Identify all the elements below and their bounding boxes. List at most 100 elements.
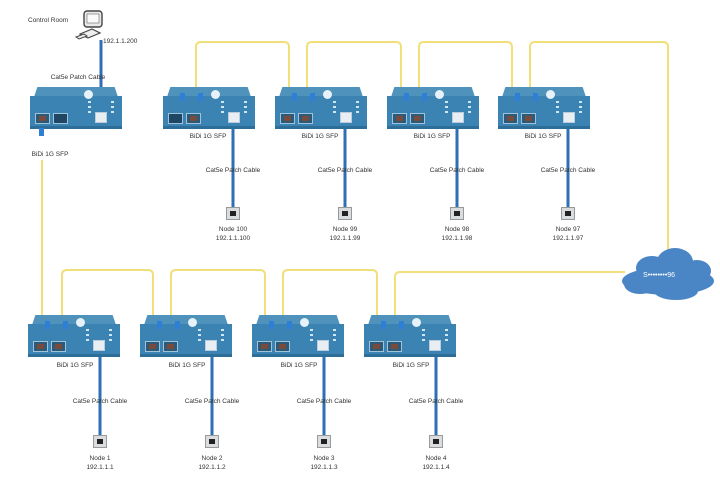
cloud-label: S••••••••96 [643,272,676,279]
sfp-port [275,341,290,352]
computer-icon [74,10,103,40]
status-led [445,101,448,103]
sfp-core [149,344,156,349]
logo-icon [546,90,555,99]
patch-cable-label: Cat5e Patch Cable [408,398,464,405]
rj45-port [563,112,575,123]
fiber-connector-icon [310,93,315,101]
status-led [244,101,247,103]
device-top-panel [34,87,118,97]
patch-cable-label: Cat5e Patch Cable [50,74,106,81]
sfp-label: BiDi 1G SFP [280,362,318,369]
media-converter-bottom-1 [28,315,120,357]
rj45-port [228,112,240,123]
sfp-port [410,113,425,124]
fiber-connector-icon [292,93,297,101]
status-led [333,339,336,341]
ethernet-port-icon [561,207,575,220]
node-ip: 192.1.1.2 [198,464,226,471]
sfp-core [279,344,286,349]
status-led [556,111,559,113]
node-name: Node 98 [444,226,470,233]
device-body [30,96,122,129]
fiber-connector-icon [180,93,185,101]
device-top-panel [167,87,251,97]
media-converter-top-2 [275,87,367,129]
status-led [244,106,247,108]
sfp-port [503,113,518,124]
ethernet-port-icon [338,207,352,220]
rj45-port [340,112,352,123]
cloud-icon [622,248,714,300]
patch-cable-label: Cat5e Patch Cable [429,167,485,174]
device-top-panel [32,315,116,325]
node-ip: 192.1.1.97 [552,235,584,242]
status-led [445,334,448,336]
fiber-cable [529,41,669,258]
master-media-converter [30,87,122,129]
status-led [333,111,336,113]
status-led [468,101,471,103]
fiber-connector-icon [422,93,427,101]
sfp-core [373,344,380,349]
fiber-connector-icon [157,321,162,329]
status-led [88,106,91,108]
patch-cable-label: Cat5e Patch Cable [184,398,240,405]
node-ip: 192.1.1.3 [310,464,338,471]
node-name: Node 3 [313,455,335,462]
sfp-port [521,113,536,124]
status-led [221,329,224,331]
logo-icon [211,90,220,99]
node-ip: 192.1.1.100 [215,235,251,242]
sfp-core [525,116,532,121]
status-led [468,111,471,113]
logo-icon [188,318,197,327]
sfp-port [33,341,48,352]
fiber-connector-icon [404,93,409,101]
device-top-panel [368,315,452,325]
patch-cable-label: Cat5e Patch Cable [540,167,596,174]
status-led [86,334,89,336]
fiber-connector-icon [399,321,404,329]
ethernet-port-icon [429,435,443,448]
status-led [333,334,336,336]
sfp-core [507,116,514,121]
status-led [88,101,91,103]
sfp-label: BiDi 1G SFP [413,133,451,140]
device-body [498,96,590,129]
status-led [333,101,336,103]
status-led [111,101,114,103]
ethernet-port-icon [450,207,464,220]
patch-cable-label: Cat5e Patch Cable [72,398,128,405]
fiber-connector-icon [45,321,50,329]
fiber-cable [306,41,402,93]
logo-icon [76,318,85,327]
device-body [275,96,367,129]
node-name: Node 99 [332,226,358,233]
status-led [109,339,112,341]
sfp-port [145,341,160,352]
rj45-port [429,340,441,351]
rj45-port [205,340,217,351]
status-led [88,111,91,113]
fiber-cable [170,269,266,321]
status-led [356,101,359,103]
status-led [556,101,559,103]
status-led [244,111,247,113]
status-led [310,334,313,336]
device-top-panel [279,87,363,97]
node-name: Node 2 [201,455,223,462]
logo-icon [300,318,309,327]
status-led [111,106,114,108]
sfp-core [190,116,197,121]
media-converter-top-4 [498,87,590,129]
sfp-core [391,344,398,349]
node-ip: 192.1.1.4 [422,464,450,471]
rj45-port [93,340,105,351]
sfp-core [261,344,268,349]
sfp-core [39,116,46,121]
device-body [28,324,120,357]
sfp-port [392,113,407,124]
sfp-port [51,341,66,352]
